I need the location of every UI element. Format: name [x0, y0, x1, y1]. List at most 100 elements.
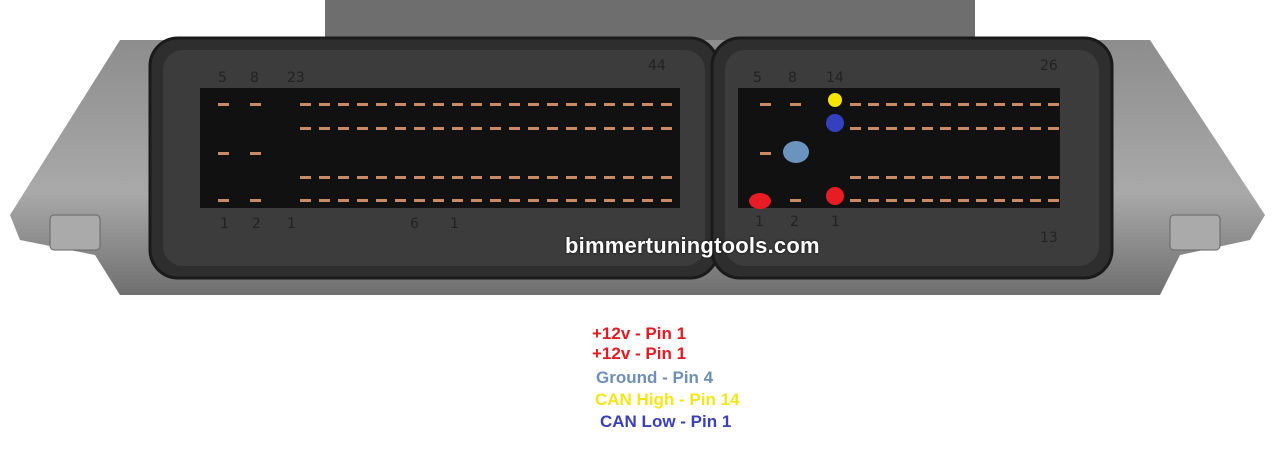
pin-contact: [642, 103, 653, 106]
pin-contact: [642, 199, 653, 202]
can-high-marker: [828, 93, 842, 107]
pin-label: 44: [648, 58, 666, 74]
pin-contact: [585, 199, 596, 202]
pin-label: 8: [788, 70, 797, 86]
pin-contact: [922, 127, 933, 130]
pin-contact: [300, 103, 311, 106]
pin-contact: [1048, 176, 1059, 179]
pin-contact: [250, 103, 261, 106]
pin-contact: [357, 127, 368, 130]
pin-contact: [528, 199, 539, 202]
pin-contact: [958, 199, 969, 202]
pin-label: 26: [1040, 58, 1058, 74]
pin-contact: [300, 199, 311, 202]
pin-contact: [414, 103, 425, 106]
pin-contact: [376, 199, 387, 202]
pin-contact: [528, 176, 539, 179]
pin-label: 6: [410, 216, 419, 232]
pin-contact: [623, 199, 634, 202]
pin-contact: [452, 199, 463, 202]
pin-contact: [585, 176, 596, 179]
pin-contact: [528, 127, 539, 130]
pin-contact: [661, 199, 672, 202]
pin-contact: [1030, 103, 1041, 106]
pin-contact: [452, 103, 463, 106]
pin-contact: [623, 103, 634, 106]
pin-contact: [547, 127, 558, 130]
pin-contact: [433, 199, 444, 202]
pin-label: 14: [826, 70, 844, 86]
pin-contact: [886, 176, 897, 179]
pin-contact: [1030, 127, 1041, 130]
pin-contact: [1048, 199, 1059, 202]
pin-contact: [604, 103, 615, 106]
mounting-clip-right: [1169, 214, 1221, 251]
pin-contact: [218, 103, 229, 106]
pin-contact: [250, 152, 261, 155]
pin-contact: [1048, 103, 1059, 106]
pin-contact: [414, 176, 425, 179]
pin-contact: [338, 127, 349, 130]
pin-contact: [958, 103, 969, 106]
pin-label: 1: [450, 216, 459, 232]
pin-contact: [904, 103, 915, 106]
pin-contact: [604, 127, 615, 130]
pin-contact: [850, 103, 861, 106]
pin-contact: [490, 127, 501, 130]
legend-can-low: CAN Low - Pin 1: [600, 412, 732, 431]
pin-label: 13: [1040, 230, 1058, 246]
pin-contact: [566, 199, 577, 202]
pin-contact: [760, 103, 771, 106]
pin-contact: [509, 199, 520, 202]
pin-contact: [661, 127, 672, 130]
pin-contact: [904, 199, 915, 202]
ecu-connector-photo: 5 8 23 44 1 2 1 6 1 5 8 14 26 1 2 1 13: [10, 0, 1265, 295]
pin-contact: [940, 127, 951, 130]
pin-contact: [790, 103, 801, 106]
pin-contact: [433, 127, 444, 130]
pin-contact: [376, 176, 387, 179]
pin-contact: [490, 103, 501, 106]
pin-label: 8: [250, 70, 259, 86]
legend-ground: Ground - Pin 4: [596, 368, 714, 387]
pin-contact: [922, 103, 933, 106]
pin-contact: [547, 176, 558, 179]
pin-contact: [509, 127, 520, 130]
pin-label: 5: [753, 70, 762, 86]
pin-contact: [395, 199, 406, 202]
pin-contact: [868, 199, 879, 202]
pin-contact: [319, 199, 330, 202]
pin-label: 1: [755, 214, 764, 230]
pin-contact: [850, 176, 861, 179]
mounting-clip-left: [49, 214, 101, 251]
pin-contact: [904, 176, 915, 179]
power-marker: [749, 193, 771, 209]
pin-label: 5: [218, 70, 227, 86]
pin-contact: [661, 176, 672, 179]
pin-label: 1: [287, 216, 296, 232]
pin-contact: [976, 199, 987, 202]
pin-contact: [509, 103, 520, 106]
pin-contact: [547, 199, 558, 202]
pin-contact: [395, 127, 406, 130]
pin-contact: [566, 127, 577, 130]
ecu-top-housing: [325, 0, 975, 40]
pin-contact: [958, 176, 969, 179]
pin-contact: [922, 199, 933, 202]
pin-contact: [976, 127, 987, 130]
legend-power-1: +12v - Pin 1: [592, 324, 687, 343]
watermark: bimmertuningtools.com: [565, 233, 820, 258]
pin-contact: [338, 176, 349, 179]
pin-contact: [218, 152, 229, 155]
pin-contact: [471, 176, 482, 179]
pin-contact: [376, 127, 387, 130]
pin-contact: [1012, 176, 1023, 179]
pin-contact: [585, 127, 596, 130]
pin-contact: [338, 199, 349, 202]
pin-label: 23: [287, 70, 305, 86]
can-low-marker: [826, 114, 844, 132]
left-pin-labels: 5 8 23 44 1 2 1 6 1: [218, 58, 666, 232]
pin-contact: [471, 199, 482, 202]
pin-contact: [940, 176, 951, 179]
pin-label: 1: [220, 216, 229, 232]
